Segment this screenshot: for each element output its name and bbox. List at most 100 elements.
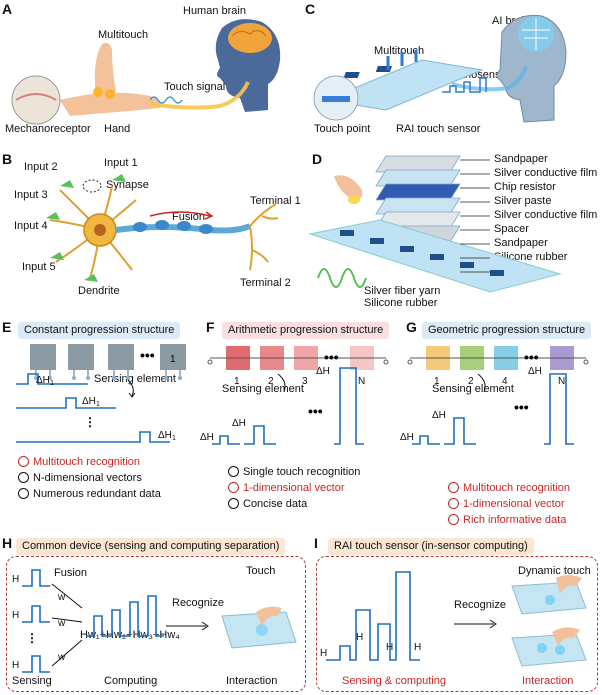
layer-label: Silicone rubber [494, 251, 568, 263]
f-legend-2: 1-dimensional vector [228, 482, 345, 494]
h-fusion-label: Fusion [54, 567, 88, 579]
panel-e-title: Constant progression structure [18, 322, 181, 339]
panel-d-illustration [308, 155, 562, 293]
g-num-1: 1 [434, 376, 440, 387]
h-touch-label: Touch [246, 565, 276, 577]
h-wn: w [57, 652, 66, 663]
panel-letter-a: A [2, 1, 13, 17]
layer-label: Silver conductive film [494, 209, 598, 221]
svg-text:ΔH: ΔH [432, 410, 446, 421]
g-num-4: 4 [502, 376, 508, 387]
panel-letter-e: E [2, 319, 12, 335]
f-legend-1: Single touch recognition [228, 466, 360, 478]
svg-text:H: H [12, 610, 19, 621]
i-dynamic-touch-label: Dynamic touch [518, 565, 591, 577]
svg-text:•••: ••• [514, 399, 529, 415]
panel-g-diagram: ••• 1 2 4 N ΔH ΔH ΔH ••• [400, 346, 589, 445]
panel-c-illustration [313, 14, 567, 123]
g-legend-2: 1-dimensional vector [448, 498, 565, 510]
panel-f-diagram: ••• 1 2 3 N ΔH ΔH ΔH ••• [200, 346, 389, 445]
panel-h-frame [6, 556, 306, 692]
human-brain-label: Human brain [183, 5, 246, 17]
layer-label: Silver conductive film [494, 167, 598, 179]
f-num-3: 3 [302, 376, 308, 387]
mechanosensitive-signal-label: Mechanosensitive signal [432, 69, 552, 81]
i-sensing-computing-label: Sensing & computing [342, 675, 446, 687]
svg-text:H: H [356, 632, 363, 643]
g-num-2: 2 [468, 376, 474, 387]
touch-point-label: Touch point [314, 123, 371, 135]
h-sensing-label: Sensing [12, 675, 52, 687]
svg-text:H: H [320, 648, 327, 659]
svg-text:H: H [386, 642, 393, 653]
layer-label: Sandpaper [494, 237, 548, 249]
svg-text:•••: ••• [308, 403, 323, 419]
e-legend-2: N-dimensional vectors [18, 472, 142, 484]
f-num-n: N [358, 376, 365, 387]
synapse-label: Synapse [106, 179, 149, 191]
hand-label: Hand [104, 123, 131, 135]
f-num-1: 1 [234, 376, 240, 387]
panel-letter-h: H [2, 535, 13, 551]
g-legend-3: Rich informative data [448, 514, 566, 526]
panel-letter-c: C [305, 1, 316, 17]
input3-label: Input 3 [14, 189, 48, 201]
svg-text:•••: ••• [524, 349, 539, 365]
f-legend-3: Concise data [228, 498, 307, 510]
svg-text:H: H [414, 642, 421, 653]
panel-f-title: Arithmetic progression structure [222, 322, 390, 339]
input5-label: Input 5 [22, 261, 56, 273]
panel-g-title: Geometric progression structure [422, 322, 592, 339]
multitouch-label-a: Multitouch [98, 29, 149, 41]
neuron-illustration [46, 174, 279, 282]
layer-label: Spacer [494, 223, 529, 235]
layer-label: Chip resistor [494, 181, 556, 193]
terminal2-label: Terminal 2 [240, 277, 291, 289]
h-interaction-label: Interaction [226, 675, 278, 687]
svg-text:ΔH: ΔH [528, 366, 542, 377]
rai-touch-sensor-label: RAI touch sensor [396, 123, 481, 135]
layer-label: Silver paste [494, 195, 552, 207]
h-recognize-label: Recognize [172, 597, 224, 609]
e-last-cell-number: 1 [170, 354, 176, 365]
svg-text:⋮: ⋮ [84, 415, 96, 429]
panel-letter-d: D [312, 151, 323, 167]
sensing-element-label-e: Sensing element [94, 373, 176, 385]
panel-i-frame [316, 556, 598, 692]
i-interaction-label: Interaction [522, 675, 574, 687]
panel-a-illustration [11, 19, 281, 125]
svg-text:⋮: ⋮ [26, 631, 38, 645]
mechanoreceptor-label: Mechanoreceptor [5, 123, 91, 135]
sensing-element-label-f: Sensing element [222, 383, 304, 395]
e-legend-3: Numerous redundant data [18, 488, 161, 500]
g-num-n: N [558, 376, 565, 387]
fusion-label: Fusion [172, 211, 206, 223]
panel-letter-i: I [314, 535, 318, 551]
panel-letter-f: F [206, 319, 215, 335]
i-recognize-label: Recognize [454, 599, 506, 611]
panel-h-diagram: HHH w w w ⋮ [12, 569, 297, 673]
multitouch-label-c: Multitouch [374, 45, 425, 57]
svg-text:1: 1 [50, 380, 54, 387]
input2-label: Input 2 [24, 161, 58, 173]
svg-text:ΔH: ΔH [232, 418, 246, 429]
sensing-element-label-g: Sensing element [432, 383, 514, 395]
human-brain-icon [228, 23, 272, 53]
panel-i-title: RAI touch sensor (in-sensor computing) [328, 538, 534, 555]
svg-text:ΔH: ΔH [36, 375, 50, 386]
e-legend-1: Multitouch recognition [18, 456, 140, 468]
panel-letter-b: B [2, 151, 13, 167]
touch-signal-label: Touch signal [164, 81, 226, 93]
h-w1: w [57, 592, 66, 603]
input4-label: Input 4 [14, 220, 48, 232]
layer-label: Sandpaper [494, 153, 548, 165]
svg-text:•••: ••• [140, 347, 155, 363]
svg-text:•••: ••• [324, 349, 339, 365]
silicone-rubber-bottom-label: Silicone rubber [364, 297, 438, 309]
svg-text:1: 1 [172, 435, 176, 442]
panel-h-title: Common device (sensing and computing sep… [16, 538, 286, 555]
panel-i-diagram: H H H H [320, 571, 587, 667]
terminal1-label: Terminal 1 [250, 195, 301, 207]
h-computing-label: Computing [104, 675, 158, 687]
